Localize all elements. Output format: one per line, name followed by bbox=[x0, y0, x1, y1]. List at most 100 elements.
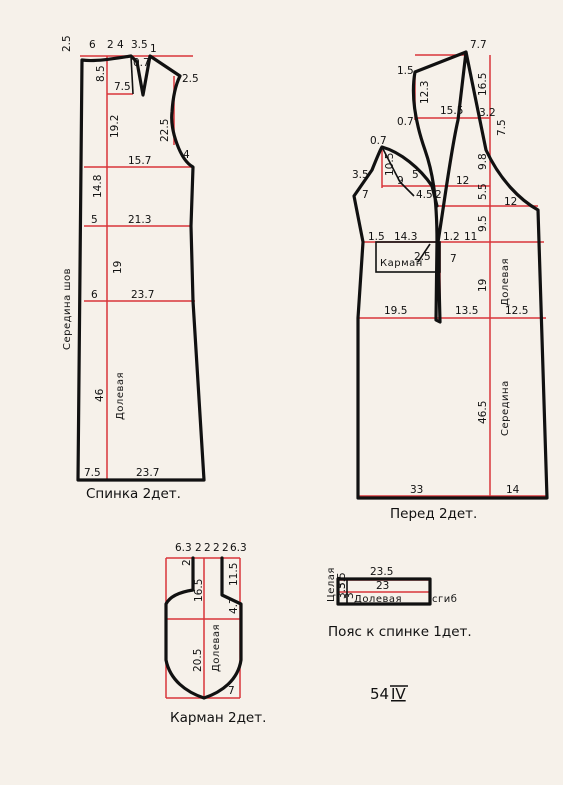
front-construction-lines bbox=[358, 54, 548, 498]
dim-belt-h2: 3.5 bbox=[336, 582, 348, 599]
belt-caption: Пояс к спинке 1дет. bbox=[328, 624, 472, 640]
dim-front-lap2: 3.2 bbox=[479, 107, 496, 119]
dim-back-hem-in: 7.5 bbox=[84, 467, 101, 479]
dim-back-top-a: 6 bbox=[89, 39, 96, 51]
dim-back-dart-d: 0.7 bbox=[133, 57, 150, 69]
dim-front-pk2: 7 bbox=[450, 253, 457, 265]
belt-outline bbox=[336, 577, 432, 606]
page-number-roman: IV bbox=[391, 685, 406, 703]
back-piece: 2.5 6 2 4 3.5 1 8.5 0.7 2.5 7.5 19.2 22.… bbox=[61, 35, 206, 502]
dim-front-dart: 4.5 bbox=[416, 189, 433, 201]
pocket-outline bbox=[164, 556, 243, 700]
dim-belt-top: 23.5 bbox=[370, 566, 393, 578]
dim-back-bust-h: 14.8 bbox=[92, 175, 104, 198]
back-construction-lines bbox=[80, 55, 204, 481]
dim-front-hip-l: 19.5 bbox=[384, 305, 407, 317]
dim-front-neck-d: 12.3 bbox=[419, 81, 431, 104]
dim-front-lap: 0.7 bbox=[397, 116, 414, 128]
belt-fold-label: сгиб bbox=[432, 594, 457, 605]
dim-front-b3: 5.5 bbox=[477, 183, 489, 200]
back-center-seam-label: Середина шов bbox=[62, 268, 73, 350]
dim-belt-h3: 3 bbox=[344, 592, 356, 599]
dim-front-hip-m: 13.5 bbox=[455, 305, 478, 317]
front-pocket-outline bbox=[375, 241, 441, 273]
dim-front-hip-r: 12.5 bbox=[505, 305, 528, 317]
dim-back-hip-h: 19 bbox=[112, 261, 124, 274]
dim-front-neck-d2: 16.5 bbox=[477, 73, 489, 96]
dim-pocket-right: 11.5 bbox=[228, 563, 240, 586]
dim-belt-h1: 3.5 bbox=[336, 572, 348, 589]
dim-front-wl: 14.3 bbox=[394, 231, 417, 243]
dim-pocket-step: 4.7 bbox=[228, 597, 240, 614]
dim-back-chest: 15.7 bbox=[128, 155, 151, 167]
front-pocket-slant bbox=[417, 243, 431, 263]
dim-front-w5: 5 bbox=[412, 169, 419, 181]
dim-back-dart-w: 7.5 bbox=[114, 81, 131, 93]
belt-grain-label: Долевая bbox=[354, 594, 402, 605]
back-grain-label: Долевая bbox=[115, 372, 126, 420]
front-grain-label: Долевая bbox=[500, 258, 511, 306]
dim-front-wl-in: 1.5 bbox=[368, 231, 385, 243]
dim-front-wl3: 11 bbox=[464, 231, 477, 243]
back-outline bbox=[76, 54, 206, 482]
dim-front-hem-r: 14 bbox=[506, 484, 520, 496]
dim-front-b2: 9.8 bbox=[477, 153, 489, 170]
belt-left-label: Целая bbox=[326, 567, 337, 602]
page-number-value: 54 bbox=[370, 685, 389, 703]
dim-back-hip-in: 6 bbox=[91, 289, 98, 301]
dim-back-top-e: 1 bbox=[150, 43, 157, 55]
front-caption: Перед 2дет. bbox=[390, 506, 477, 522]
dim-pocket-t1: 6.3 bbox=[175, 542, 192, 554]
dim-back-armhole-h: 19.2 bbox=[109, 115, 121, 138]
dim-back-side-h: 22.5 bbox=[159, 119, 171, 142]
dim-pocket-mid: 16.5 bbox=[193, 579, 205, 602]
dim-back-top-b: 2 bbox=[107, 39, 114, 51]
dim-back-top-c: 4 bbox=[117, 39, 124, 51]
dim-front-wl2: 1.2 bbox=[443, 231, 460, 243]
dim-pocket-tip: 7 bbox=[228, 685, 235, 697]
dim-pocket-t4: 2 bbox=[213, 542, 220, 554]
dim-back-waist-in: 5 bbox=[91, 214, 98, 226]
dim-pocket-t5: 2 bbox=[222, 542, 229, 554]
front-center-label: Середина bbox=[500, 380, 511, 436]
pocket-grain-label: Долевая bbox=[211, 624, 222, 672]
front-pocket-label: Карман bbox=[380, 258, 423, 269]
dim-pocket-t2: 2 bbox=[195, 542, 202, 554]
dim-front-side-d: 7.5 bbox=[496, 119, 508, 136]
dim-front-neck-w: 15.5 bbox=[440, 105, 463, 117]
front-outline bbox=[352, 50, 549, 500]
dim-front-pk: 2.5 bbox=[414, 251, 431, 263]
pocket-caption: Карман 2дет. bbox=[170, 710, 266, 726]
dim-back-hip: 23.7 bbox=[131, 289, 154, 301]
dim-pocket-t6: 6.3 bbox=[230, 542, 247, 554]
dim-front-arm-i: 7 bbox=[362, 189, 369, 201]
dim-pocket-t3: 2 bbox=[204, 542, 211, 554]
dim-front-sh: 0.7 bbox=[370, 135, 387, 147]
dim-front-w9: 9 bbox=[397, 175, 404, 187]
dim-front-hem-l: 33 bbox=[410, 484, 423, 496]
back-dart bbox=[130, 55, 134, 95]
pocket-piece: 6.3 2 2 2 2 6.3 2 16.5 11.5 4.7 20.5 7 Д… bbox=[164, 542, 266, 726]
dim-back-skirt-h: 46 bbox=[94, 388, 106, 402]
dim-front-skirt-h: 46.5 bbox=[477, 401, 489, 424]
dim-front-neck-in: 1.5 bbox=[397, 65, 414, 77]
dim-back-neck-w: 2.5 bbox=[61, 35, 73, 52]
dim-front-sh-in: 3.5 bbox=[352, 169, 369, 181]
dim-belt-inner: 23 bbox=[376, 580, 389, 592]
front-piece: 7.7 1.5 12.3 16.5 0.7 15.5 3.2 7.5 0.7 1… bbox=[352, 39, 549, 522]
dim-front-grain-h: 19 bbox=[477, 279, 489, 292]
dim-front-b5: 9.5 bbox=[477, 215, 489, 232]
dim-back-top-d: 3.5 bbox=[131, 39, 148, 51]
dim-front-b4: 12 bbox=[504, 196, 517, 208]
front-dart-line bbox=[381, 146, 415, 197]
page-number: 54 IV bbox=[370, 685, 408, 703]
dim-front-dart2: 2 bbox=[435, 189, 442, 201]
dim-front-bust: 12 bbox=[456, 175, 469, 187]
belt-piece: 23.5 23 3.5 3.5 3 Целая Долевая сгиб Поя… bbox=[326, 566, 472, 640]
dim-back-hem: 23.7 bbox=[136, 467, 159, 479]
dim-pocket-bottom: 20.5 bbox=[192, 649, 204, 672]
dim-front-top: 7.7 bbox=[470, 39, 487, 51]
dim-front-sh-d: 10.5 bbox=[384, 153, 396, 176]
